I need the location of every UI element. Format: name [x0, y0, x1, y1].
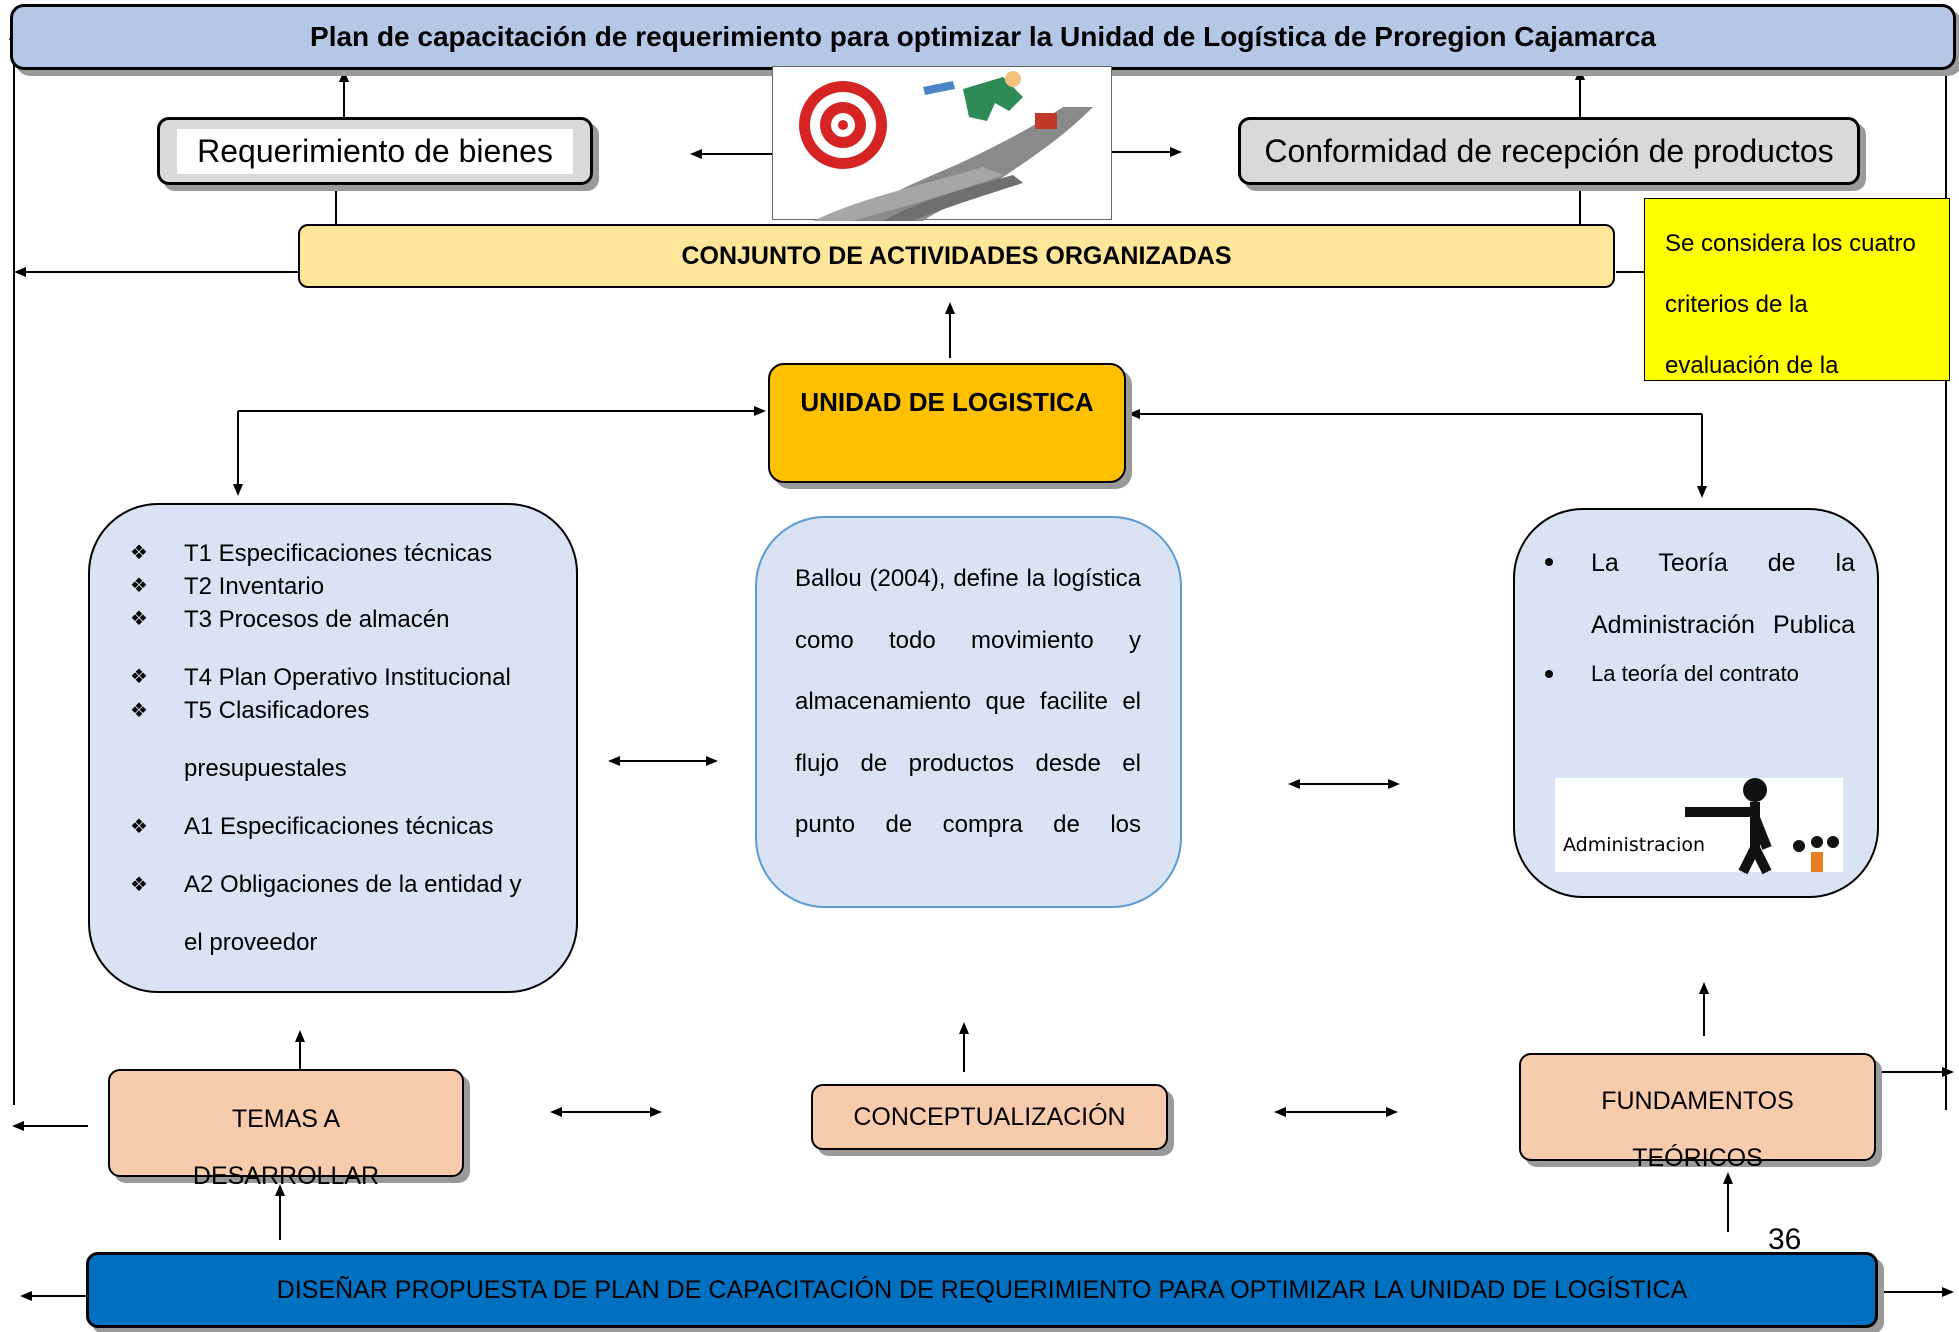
requerimiento-box: Requerimiento de bienes: [157, 117, 593, 185]
title-bar: Plan de capacitación de requerimiento pa…: [10, 4, 1956, 70]
conformidad-box: Conformidad de recepción de productos: [1238, 117, 1860, 185]
diamond-bullet-icon: ❖: [130, 575, 148, 597]
list-item: ❖T4 Plan Operativo Institucional: [130, 661, 546, 694]
criterios-note: Se considera los cuatro criterios de la …: [1644, 198, 1950, 381]
temas-btn-line2: DESARROLLAR: [192, 1162, 380, 1190]
teorias-box: La Teoría de la Administración Publica L…: [1513, 508, 1879, 898]
concepto-box: Ballou (2004), define la logística como …: [755, 516, 1182, 908]
diamond-bullet-icon: ❖: [130, 700, 148, 722]
conceptualizacion-box: CONCEPTUALIZACIÓN: [811, 1084, 1168, 1150]
unidad-label: UNIDAD DE LOGISTICA: [800, 387, 1094, 417]
teorias-list: La Teoría de la Administración Publica L…: [1545, 532, 1855, 692]
list-item: ❖T3 Procesos de almacén: [130, 603, 546, 636]
diamond-bullet-icon: ❖: [130, 816, 148, 838]
list-item: ❖A2 Obligaciones de la entidad y el prov…: [130, 856, 524, 972]
bottom-label: DISEÑAR PROPUESTA DE PLAN DE CAPACITACIÓ…: [276, 1275, 1688, 1304]
temas-btn-line1: TEMAS A: [231, 1105, 341, 1133]
conjunto-actividades-box: CONJUNTO DE ACTIVIDADES ORGANIZADAS: [298, 224, 1615, 288]
list-item: ❖T1 Especificaciones técnicas: [130, 537, 546, 570]
diamond-bullet-icon: ❖: [130, 608, 148, 630]
bottom-propuesta-bar: DISEÑAR PROPUESTA DE PLAN DE CAPACITACIÓ…: [86, 1252, 1878, 1328]
temas-list-box: ❖T1 Especificaciones técnicas ❖T2 Invent…: [88, 503, 578, 993]
diamond-bullet-icon: ❖: [130, 542, 148, 564]
temas-list: ❖T1 Especificaciones técnicas ❖T2 Invent…: [130, 537, 546, 972]
list-item: ❖A1 Especificaciones técnicas: [130, 798, 546, 856]
concepto-text: Ballou (2004), define la logística como …: [795, 565, 1141, 838]
target-runner-illustration: [772, 66, 1112, 221]
page-number: 36: [1768, 1223, 1802, 1256]
unidad-logistica-box: UNIDAD DE LOGISTICA: [768, 363, 1126, 483]
temas-a-desarrollar-box: TEMAS A DESARROLLAR: [108, 1069, 464, 1190]
bullet-dot-icon: [1545, 670, 1553, 678]
list-item: La Teoría de la Administración Publica: [1545, 532, 1855, 656]
administracion-illustration: Administracion: [1555, 778, 1843, 875]
note-text: Se considera los cuatro criterios de la …: [1665, 230, 1916, 379]
fundamentos-teoricos-box: FUNDAMENTOS TEÓRICOS: [1519, 1053, 1876, 1172]
diamond-bullet-icon: ❖: [130, 666, 148, 688]
admin-pic-label: Administracion: [1563, 834, 1706, 856]
title-text: Plan de capacitación de requerimiento pa…: [310, 21, 1656, 52]
bullet-dot-icon: [1545, 558, 1553, 566]
list-item: ❖T5 Clasificadores presupuestales: [130, 682, 484, 798]
list-item: La teoría del contrato: [1545, 656, 1855, 692]
fund-btn-line1: FUNDAMENTOS: [1601, 1087, 1794, 1115]
conceptualizacion-label: CONCEPTUALIZACIÓN: [853, 1102, 1126, 1131]
list-item: ❖T2 Inventario: [130, 570, 546, 603]
conjunto-label: CONJUNTO DE ACTIVIDADES ORGANIZADAS: [681, 241, 1232, 270]
requerimiento-label: Requerimiento de bienes: [177, 128, 573, 174]
fund-btn-line2: TEÓRICOS: [1632, 1144, 1763, 1172]
diamond-bullet-icon: ❖: [130, 874, 148, 896]
conformidad-label: Conformidad de recepción de productos: [1264, 132, 1834, 169]
